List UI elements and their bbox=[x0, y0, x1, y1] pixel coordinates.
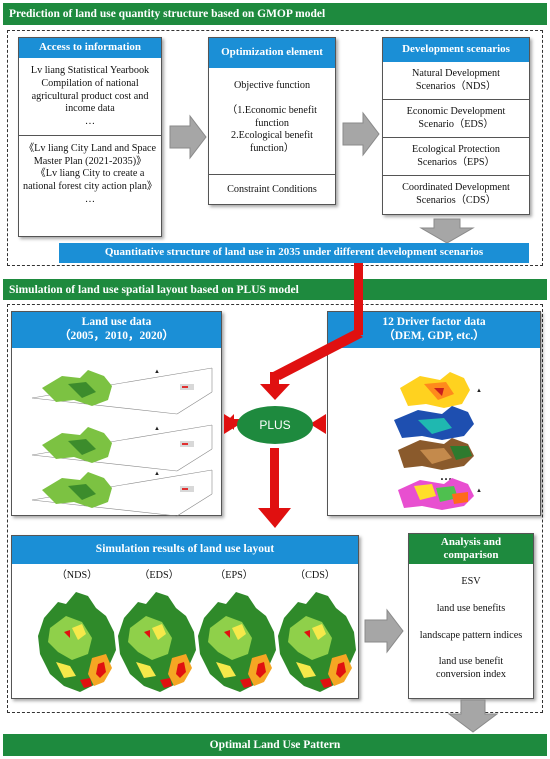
optimization-header: Optimization element bbox=[209, 38, 335, 68]
access-group2: 《Lv liang City Land and Space Master Pla… bbox=[19, 136, 161, 207]
svg-text:▲: ▲ bbox=[154, 369, 160, 375]
objective-function-items: （1.Economic benefit function 2.Ecologica… bbox=[209, 93, 335, 156]
arrow-optimization-to-scenarios bbox=[342, 111, 380, 157]
access-header: Access to information bbox=[19, 38, 161, 58]
land-use-data-box: Land use data （2005，2010，2020） ▲ ▲ bbox=[11, 311, 222, 517]
svg-text:▲: ▲ bbox=[154, 426, 160, 432]
section1-frame bbox=[7, 30, 543, 266]
optimization-divider bbox=[209, 174, 335, 175]
scenario-nds: Natural Development Scenarios（NDS） bbox=[412, 67, 500, 92]
arrow-scenarios-down bbox=[419, 218, 475, 244]
driver-map-4: ▲ bbox=[398, 478, 482, 510]
scenario-eds: Economic Development Scenario（EDS） bbox=[406, 105, 506, 130]
optimization-box: Optimization element Objective function … bbox=[208, 37, 336, 205]
driver-factor-examples: （DEM, GDP, etc.） bbox=[383, 330, 485, 342]
analysis-header: Analysis and comparison bbox=[409, 534, 533, 564]
analysis-land-use-benefits: land use benefits bbox=[436, 602, 506, 614]
scenarios-box: Development scenarios Natural Developmen… bbox=[382, 37, 530, 215]
constraint-conditions: Constraint Conditions bbox=[227, 184, 317, 195]
objective-item-economic: （1.Economic benefit function bbox=[227, 104, 317, 129]
arrow-driver-to-plus bbox=[310, 414, 326, 434]
plus-label: PLUS bbox=[259, 418, 291, 432]
access-ellipsis-2: … bbox=[84, 193, 96, 205]
result-label-cds: （CDS） bbox=[294, 570, 336, 581]
driver-map-dem: ▲ bbox=[400, 372, 482, 408]
land-use-map-2010: ▲ bbox=[31, 424, 213, 472]
access-source-compilation: Compilation of national agricultural pro… bbox=[31, 77, 149, 115]
driver-ellipsis: … bbox=[440, 469, 452, 483]
land-use-data-header: Land use data （2005，2010，2020） bbox=[12, 312, 221, 348]
simulation-results-header: Simulation results of land use layout bbox=[12, 536, 358, 564]
result-map-eps bbox=[198, 592, 276, 692]
quantitative-structure-bar: Quantitative structure of land use in 20… bbox=[59, 243, 529, 263]
analysis-conversion-index: land use benefit conversion index bbox=[436, 656, 506, 680]
svg-text:▲: ▲ bbox=[476, 488, 482, 494]
land-use-data-years: （2005，2010，2020） bbox=[59, 330, 174, 342]
access-ellipsis-1: … bbox=[84, 116, 96, 127]
arrow-analysis-to-final bbox=[447, 699, 499, 733]
result-label-nds: （NDS） bbox=[56, 570, 98, 581]
quantitative-structure-label: Quantitative structure of land use in 20… bbox=[104, 246, 484, 259]
land-use-data-title: Land use data bbox=[81, 316, 152, 329]
result-label-eds: （EDS） bbox=[139, 570, 179, 581]
svg-text:▲: ▲ bbox=[476, 388, 482, 394]
simulation-results-box: Simulation results of land use layout （N… bbox=[11, 535, 359, 699]
result-maps bbox=[38, 592, 356, 692]
scenario-eps: Ecological Protection Scenarios（EPS） bbox=[412, 143, 500, 168]
land-use-map-2020: ▲ bbox=[31, 469, 213, 517]
land-use-map-stack: ▲ ▲ ▲ bbox=[31, 367, 213, 517]
land-use-map-2005: ▲ bbox=[31, 367, 213, 415]
driver-factor-title: 12 Driver factor data bbox=[382, 316, 486, 329]
arrow-plus-to-results bbox=[258, 508, 291, 528]
access-divider bbox=[19, 134, 161, 136]
analysis-landscape-pattern: landscape pattern indices bbox=[419, 629, 523, 641]
final-result-bar: Optimal Land Use Pattern bbox=[3, 734, 547, 756]
plus-ellipse: PLUS bbox=[237, 406, 313, 444]
section2-title: Simulation of land use spatial layout ba… bbox=[9, 283, 299, 296]
arrow-head-down-to-plus bbox=[260, 384, 290, 400]
objective-function-title: Objective function bbox=[233, 80, 311, 91]
driver-factor-box: 12 Driver factor data （DEM, GDP, etc.） ▲… bbox=[327, 311, 541, 516]
driver-map-2 bbox=[394, 406, 474, 440]
final-result-label: Optimal Land Use Pattern bbox=[209, 739, 341, 751]
section1-title: Prediction of land use quantity structur… bbox=[9, 8, 326, 20]
arrow-results-to-analysis bbox=[364, 608, 404, 654]
result-label-eps: （EPS） bbox=[215, 570, 253, 581]
scenarios-header: Development scenarios bbox=[383, 38, 529, 62]
arrow-land-use-to-plus bbox=[224, 414, 240, 434]
scenario-cds: Coordinated Development Scenarios（CDS） bbox=[402, 181, 510, 206]
driver-factor-header: 12 Driver factor data （DEM, GDP, etc.） bbox=[328, 312, 540, 348]
analysis-esv: ESV bbox=[461, 576, 481, 587]
arrow-access-to-optimization bbox=[169, 114, 207, 160]
result-map-nds bbox=[38, 592, 116, 692]
access-group1: Lv liang Statistical Yearbook Compilatio… bbox=[19, 58, 161, 129]
driver-factor-map-stack: ▲ … ▲ bbox=[394, 372, 482, 510]
access-box: Access to information Lv liang Statistic… bbox=[18, 37, 162, 237]
svg-text:▲: ▲ bbox=[154, 471, 160, 477]
analysis-box: Analysis and comparison ESV land use ben… bbox=[408, 533, 534, 699]
objective-item-ecological: 2.Ecological benefit function） bbox=[230, 130, 314, 154]
access-source-forest-plan: 《Lv liang City to create a national fore… bbox=[23, 168, 158, 192]
driver-map-3 bbox=[398, 438, 474, 470]
result-map-eds bbox=[118, 592, 196, 692]
section2-frame bbox=[7, 304, 543, 713]
section2-title-bar: Simulation of land use spatial layout ba… bbox=[3, 279, 547, 300]
access-source-master-plan: 《Lv liang City Land and Space Master Pla… bbox=[23, 142, 157, 167]
section1-title-bar: Prediction of land use quantity structur… bbox=[3, 3, 547, 25]
result-map-cds bbox=[278, 592, 356, 692]
access-source-yearbook: Lv liang Statistical Yearbook bbox=[30, 65, 150, 76]
